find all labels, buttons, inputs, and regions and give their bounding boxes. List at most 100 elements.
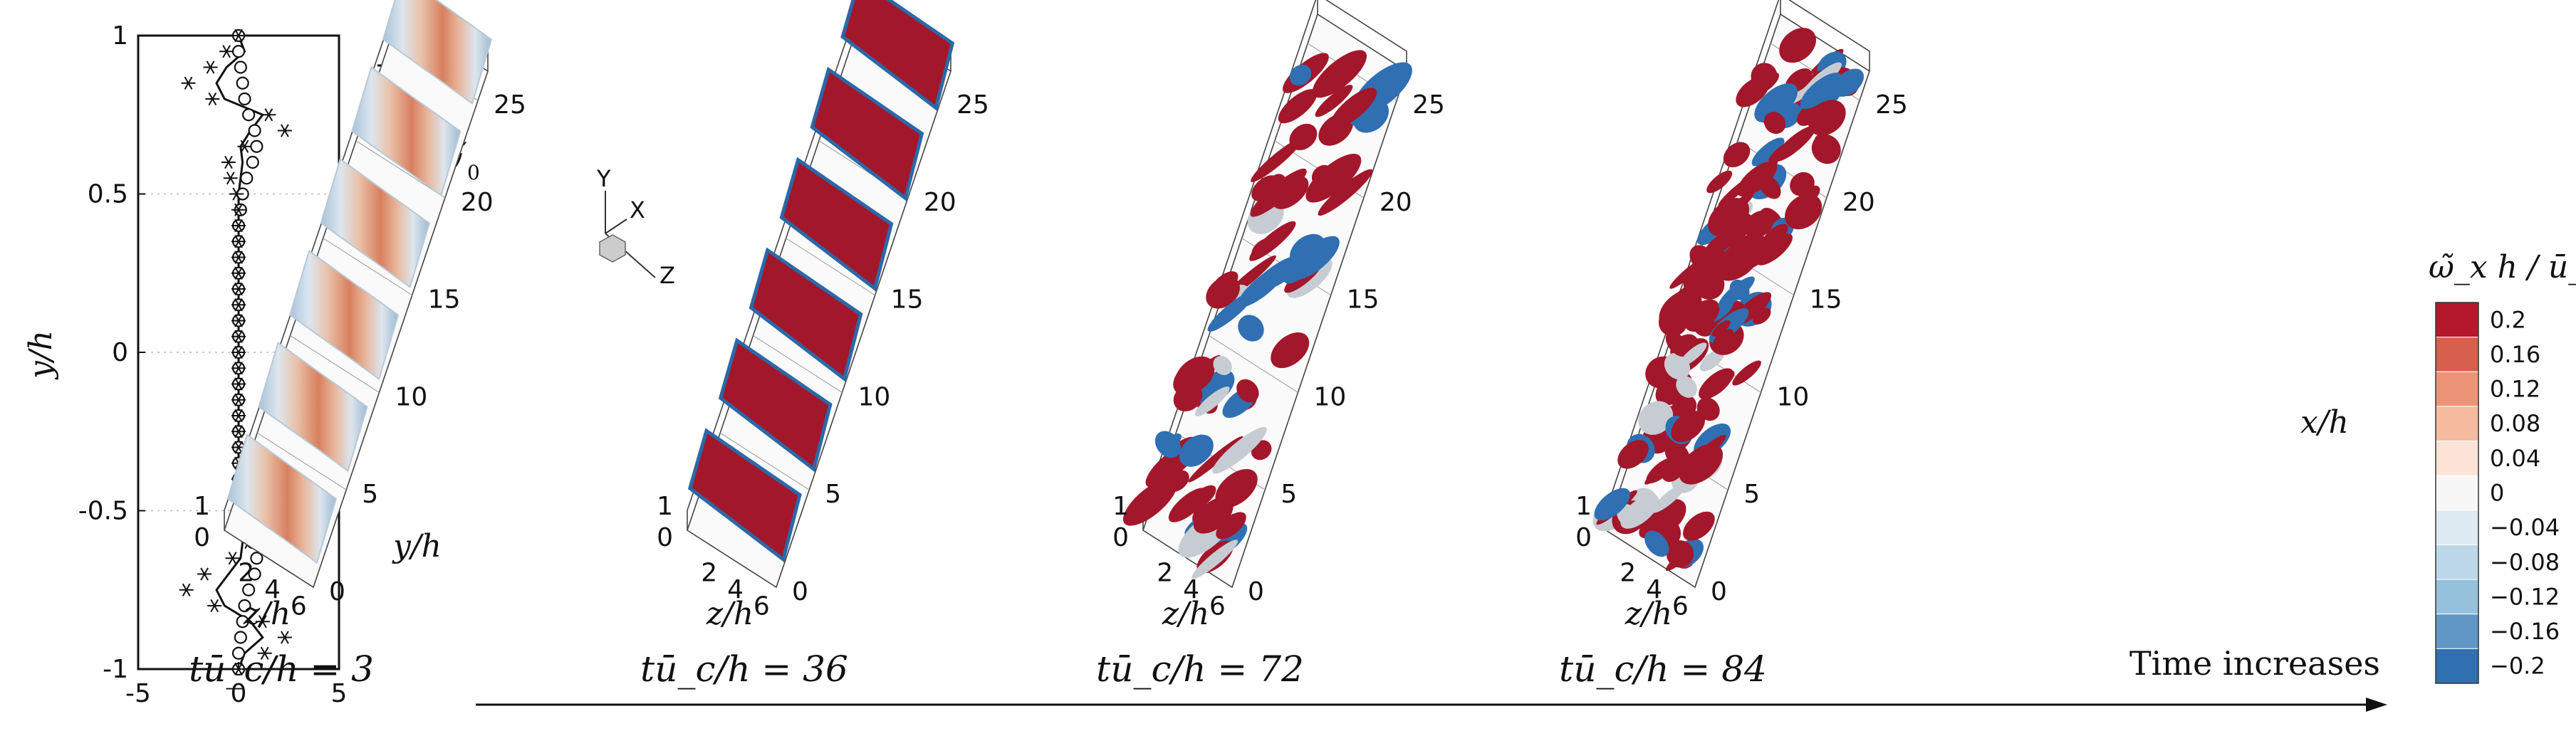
colorbar-tick-label: 0.12 [2490,376,2540,403]
vortex-blob [1752,307,1771,325]
steep-roller [779,157,894,292]
z-tick-label: 4 [264,575,281,604]
vortex-blob [1785,194,1823,230]
vortex-structures [687,0,955,563]
colorbar-cell [2435,475,2479,511]
profile-y-tick-label: -1 [103,655,128,684]
steep-roller [718,337,833,473]
z-tick-label: 6 [291,592,307,621]
w-prime-point [231,377,246,391]
vortex-blob [1763,112,1786,135]
w-prime-point [229,187,244,201]
v-prime-point [250,140,264,153]
x-tick-label: 10 [395,382,427,411]
z-axis-label: z/h [1625,596,1672,632]
colorbar-tick-label: −0.12 [2490,583,2560,610]
x-tick-label: 5 [825,480,841,509]
colorbar-tick-label: −0.08 [2490,549,2560,576]
y-axis-ticks: 10 [657,492,673,552]
vortex-blob [1736,76,1770,107]
vortex-blob [1236,379,1259,403]
z-tick-label: 6 [1209,592,1226,621]
spanwise-roller [258,342,368,473]
vortex-blob [1211,271,1239,296]
vortex-blob [1716,213,1753,246]
v-prime-point [231,646,246,660]
z-tick-label: 4 [727,575,744,604]
z-axis-label: z/h [1162,596,1209,632]
vortex-blob [1168,488,1209,522]
x-axis-label-3d: x/h [2300,404,2349,441]
y-tick-label: 1 [194,492,210,521]
colorbar-ticks: 0.20.160.120.080.040−0.04−0.08−0.12−0.16… [2490,306,2560,679]
vortex-blob [1644,530,1669,557]
z-tick-label: 2 [1157,559,1173,588]
y-tick-label: 0 [1112,523,1129,552]
vortex-blob [1122,478,1177,526]
z-tick-label: 4 [1646,575,1662,604]
x-tick-label: 25 [1875,90,1908,120]
v-prime-point [250,552,264,565]
colorbar-cell [2435,648,2479,684]
w-prime-point [225,552,240,565]
colorbar-tick-label: −0.04 [2490,514,2560,541]
vortex-blob [1216,512,1246,540]
colorbar-cell [2435,371,2479,407]
w-prime-point [223,172,238,185]
vortex-structures [1592,28,1864,572]
steep-roller [810,66,924,201]
z-axis-ticks: 246 [1620,559,1688,621]
y-tick-label: 1 [657,492,673,521]
time-arrow: Time increases [476,644,2387,712]
vortex-blob [1736,161,1778,197]
y-tick-label: 0 [194,523,210,552]
vortex-blob [1711,320,1731,337]
vortex-blob [1271,332,1310,369]
colorbar-tick-label: 0 [2490,480,2504,507]
snapshot-time-label: tū_c/h = 84 [1559,648,1767,690]
w-prime-point [181,76,196,90]
vortex-blob [1207,291,1255,332]
vortex-blob [1718,174,1756,207]
z-axis-ticks: 246 [1157,559,1225,621]
profile-y-tick-label: -0.5 [78,497,128,526]
vortex-blob [1713,248,1748,279]
x-tick-label: 5 [1743,480,1760,509]
vortex-blob [1213,355,1232,376]
profile-y-tick-label: 0 [112,338,128,367]
v-prime-point [240,172,254,185]
vortex-blob [1800,73,1842,110]
vortex-blob [1710,370,1735,392]
profile-y-tick-label: 0.5 [88,180,128,209]
spanwise-roller [382,0,493,105]
vortex-blob [1617,440,1649,469]
steep-roller [840,0,955,111]
triad-cube [599,234,626,263]
w-prime-series-markers [179,28,292,676]
time-arrow-head [2366,698,2387,712]
v-prime-point [238,599,251,613]
v-prime-point [236,615,249,629]
y-tick-label: 1 [1112,492,1129,521]
x-tick-label: 20 [461,188,494,217]
colorbar-tick-label: −0.16 [2490,618,2560,645]
vortex-blob [1289,64,1312,86]
colorbar-cells [2435,302,2479,684]
snapshot-time-label: tū_c/h = 36 [640,648,848,690]
w-prime-point [231,298,246,312]
vortex-blob [1723,142,1751,168]
w-prime-point [237,140,252,153]
w-prime-point [231,251,246,264]
vortex-structures [1122,50,1412,579]
profile-y-tick-label: 1 [112,21,128,51]
v-prime-point [246,155,259,169]
colorbar-cell [2435,302,2479,338]
v-prime-point [234,631,247,644]
